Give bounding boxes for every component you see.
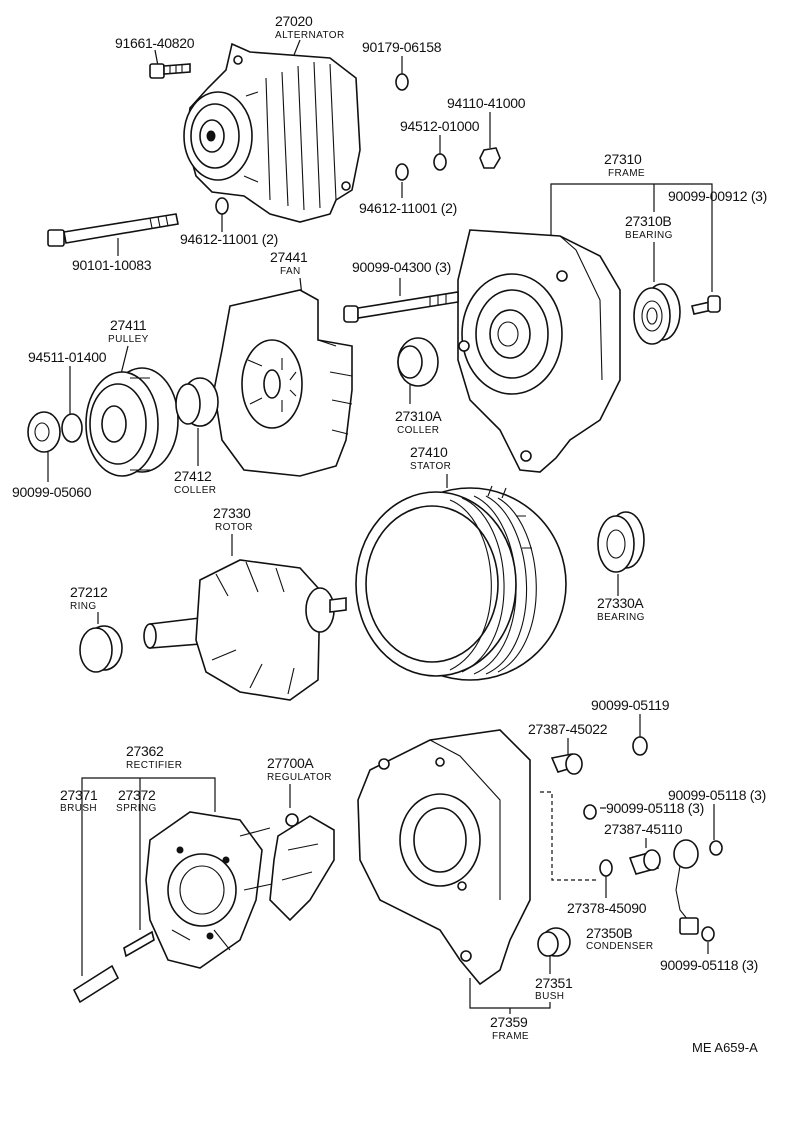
- label-90101-10083: 90101-10083: [72, 257, 152, 273]
- label-90099-00912: 90099-00912 (3): [668, 188, 767, 204]
- rectifier-27362: [145, 811, 273, 969]
- alternator-assembly: [183, 42, 361, 223]
- condenser-27350B: [673, 839, 699, 935]
- bearing-27330A: [597, 511, 645, 573]
- nut-90099-05118-top: [709, 840, 723, 856]
- washer-94512-01000: [433, 153, 447, 171]
- label-27410-number: 27410: [410, 444, 448, 460]
- label-90099-05118-top: 90099-05118 (3): [668, 787, 766, 803]
- label-27310-name: FRAME: [608, 168, 645, 179]
- label-27412-name: COLLER: [174, 485, 216, 496]
- label-94612-11001-right: 94612-11001 (2): [359, 200, 457, 216]
- regulator-27700A: [269, 813, 335, 922]
- labels: 27020 ALTERNATOR 91661-40820 90179-06158…: [12, 13, 767, 1055]
- label-27362-number: 27362: [126, 743, 164, 759]
- label-27700A-name: REGULATOR: [267, 772, 332, 783]
- spring-27372: [123, 930, 155, 958]
- label-90099-05118-mid: 90099-05118 (3): [606, 800, 704, 816]
- leader-lines: [47, 39, 715, 1014]
- rotor-27330: [143, 559, 347, 701]
- brush-27371: [72, 964, 120, 1004]
- nut-90099-05119: [632, 736, 648, 756]
- nut-90179-06158: [395, 73, 409, 91]
- label-27441-number: 27441: [270, 249, 308, 265]
- label-27330A-name: BEARING: [597, 612, 645, 623]
- label-90179-06158: 90179-06158: [362, 39, 442, 55]
- label-27359-number: 27359: [490, 1014, 528, 1030]
- label-27350B-number: 27350B: [586, 925, 632, 941]
- nut-90099-05118-bottom: [701, 926, 715, 942]
- label-90099-05060: 90099-05060: [12, 484, 92, 500]
- label-27410-name: STATOR: [410, 461, 451, 472]
- frame-27310: [457, 229, 621, 473]
- washer-27378-45090: [599, 859, 613, 877]
- label-90099-05119: 90099-05119: [591, 697, 670, 713]
- bush-27351: [537, 927, 571, 957]
- label-27020-name: ALTERNATOR: [275, 30, 345, 41]
- frame-27359: [357, 729, 531, 986]
- label-27359-name: FRAME: [492, 1031, 529, 1042]
- coller-27412: [175, 377, 219, 427]
- label-27351-name: BUSH: [535, 991, 564, 1002]
- label-90099-05118-bottom: 90099-05118 (3): [660, 957, 758, 973]
- label-27441-name: FAN: [280, 266, 301, 277]
- label-27310B-number: 27310B: [625, 213, 671, 229]
- terminal-27387-45022: [550, 753, 583, 775]
- label-27411-name: PULLEY: [108, 334, 149, 345]
- label-94110-41000: 94110-41000: [447, 95, 526, 111]
- label-27411-number: 27411: [110, 317, 147, 333]
- label-27372-name: SPRING: [116, 803, 157, 814]
- bolt-91661-40820: [149, 63, 191, 79]
- label-94512-01000: 94512-01000: [400, 118, 480, 134]
- label-27387-45022: 27387-45022: [528, 721, 608, 737]
- label-27350B-name: CONDENSER: [586, 941, 654, 952]
- washer-94511-01400: [61, 413, 83, 443]
- screw-90099-00912: [691, 295, 721, 315]
- label-27330A-number: 27330A: [597, 595, 644, 611]
- coller-27310A: [397, 337, 439, 387]
- label-90099-04300: 90099-04300 (3): [352, 259, 451, 275]
- label-27310A-name: COLLER: [397, 425, 439, 436]
- label-27362-name: RECTIFIER: [126, 760, 182, 771]
- diagram-reference: ME A659-A: [692, 1040, 758, 1055]
- label-94511-01400: 94511-01400: [28, 349, 107, 365]
- fan-27441: [213, 289, 353, 477]
- label-27700A-number: 27700A: [267, 755, 314, 771]
- label-27412-number: 27412: [174, 468, 212, 484]
- label-27372-number: 27372: [118, 787, 156, 803]
- through-bolt-90101-10083: [47, 213, 179, 247]
- label-91661-40820: 91661-40820: [115, 35, 195, 51]
- washer-94612-11001-right: [395, 163, 409, 181]
- label-27020-number: 27020: [275, 13, 313, 29]
- bolt-90099-04300: [343, 291, 459, 323]
- screw-90099-05118-mid: [583, 804, 597, 820]
- label-27310B-name: BEARING: [625, 230, 673, 241]
- label-27310A-number: 27310A: [395, 408, 442, 424]
- stator-27410: [355, 485, 567, 681]
- label-94612-11001-left: 94612-11001 (2): [180, 231, 278, 247]
- label-27310-number: 27310: [604, 151, 642, 167]
- label-27378-45090: 27378-45090: [567, 900, 647, 916]
- label-27371-number: 27371: [60, 787, 98, 803]
- label-27387-45110: 27387-45110: [604, 821, 683, 837]
- label-27212-number: 27212: [70, 584, 108, 600]
- label-27330-name: ROTOR: [215, 522, 253, 533]
- washer-94612-11001-left: [215, 197, 229, 215]
- ring-27212: [79, 625, 123, 673]
- pulley-27411: [85, 367, 179, 477]
- nut-90099-05060: [27, 411, 61, 453]
- label-27212-name: RING: [70, 601, 97, 612]
- terminal-27387-45110: [628, 849, 661, 875]
- bearing-27310B: [633, 283, 681, 345]
- nut-94110-41000: [479, 147, 501, 169]
- label-27371-name: BRUSH: [60, 803, 97, 814]
- label-27330-number: 27330: [213, 505, 251, 521]
- label-27351-number: 27351: [535, 975, 573, 991]
